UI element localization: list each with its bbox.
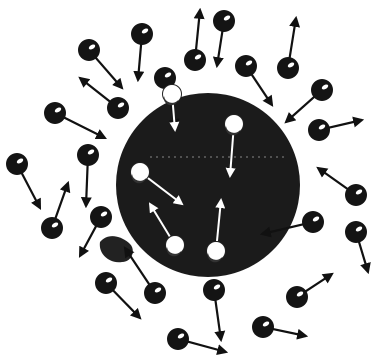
dark-ball-icon	[286, 286, 308, 308]
velocity-arrow	[305, 274, 332, 292]
velocity-arrow	[21, 172, 40, 208]
outer-particle	[308, 119, 362, 141]
dark-ball-icon	[144, 282, 166, 304]
dark-ball-icon	[41, 217, 63, 239]
outer-particle	[184, 10, 206, 71]
dark-ball-icon	[78, 39, 100, 61]
velocity-arrow	[86, 164, 88, 206]
outer-particle	[213, 10, 235, 66]
velocity-arrow	[289, 18, 296, 59]
velocity-arrow	[318, 168, 349, 190]
outer-particle	[252, 316, 306, 338]
outer-particle	[131, 23, 153, 80]
velocity-arrow	[63, 117, 105, 138]
outer-particle	[167, 328, 226, 352]
dark-ball-icon	[311, 79, 333, 101]
outer-particle	[95, 272, 140, 318]
velocity-arrow	[196, 10, 200, 51]
dark-ball-icon	[203, 279, 225, 301]
outer-particle	[6, 153, 40, 208]
dark-ball-icon	[345, 184, 367, 206]
ink-speck	[100, 236, 133, 262]
dark-ball-icon	[167, 328, 189, 350]
dark-ball-icon	[131, 23, 153, 45]
dark-ball-icon	[77, 144, 99, 166]
outer-particle	[203, 279, 225, 340]
outer-particle	[41, 183, 68, 239]
velocity-arrow	[95, 57, 122, 88]
velocity-arrow	[112, 289, 140, 318]
dark-ball-icon	[95, 272, 117, 294]
outer-particle	[77, 144, 99, 206]
dark-ball-icon	[308, 119, 330, 141]
dark-ball-icon	[90, 206, 112, 228]
dark-ball-icon	[107, 97, 129, 119]
velocity-arrow	[80, 225, 97, 256]
velocity-arrow	[359, 241, 368, 272]
outer-particle	[318, 168, 367, 206]
outer-particle	[345, 221, 368, 272]
outer-particle	[286, 79, 333, 122]
dark-ball-icon	[252, 316, 274, 338]
dark-ball-icon	[277, 57, 299, 79]
outer-particle	[80, 78, 129, 119]
outer-particle	[44, 102, 105, 138]
dark-ball-icon	[44, 102, 66, 124]
dark-ball-icon	[345, 221, 367, 243]
velocity-arrow	[187, 341, 226, 352]
dark-ball-icon	[235, 55, 257, 77]
dark-ball-icon	[184, 49, 206, 71]
velocity-arrow	[217, 30, 223, 66]
velocity-arrow	[138, 43, 141, 80]
outer-particle	[277, 18, 299, 79]
velocity-arrow	[328, 120, 362, 128]
velocity-arrow	[215, 299, 221, 340]
dark-ball-icon	[213, 10, 235, 32]
velocity-arrow	[272, 329, 306, 336]
dark-ball-icon	[6, 153, 28, 175]
velocity-arrow	[286, 96, 315, 122]
dark-ball-icon	[302, 211, 324, 233]
velocity-arrow	[55, 183, 68, 220]
outer-particle	[286, 274, 332, 308]
velocity-arrow	[251, 73, 272, 105]
velocity-arrow	[125, 248, 150, 286]
velocity-arrow	[80, 78, 111, 102]
outer-particle	[235, 55, 272, 105]
